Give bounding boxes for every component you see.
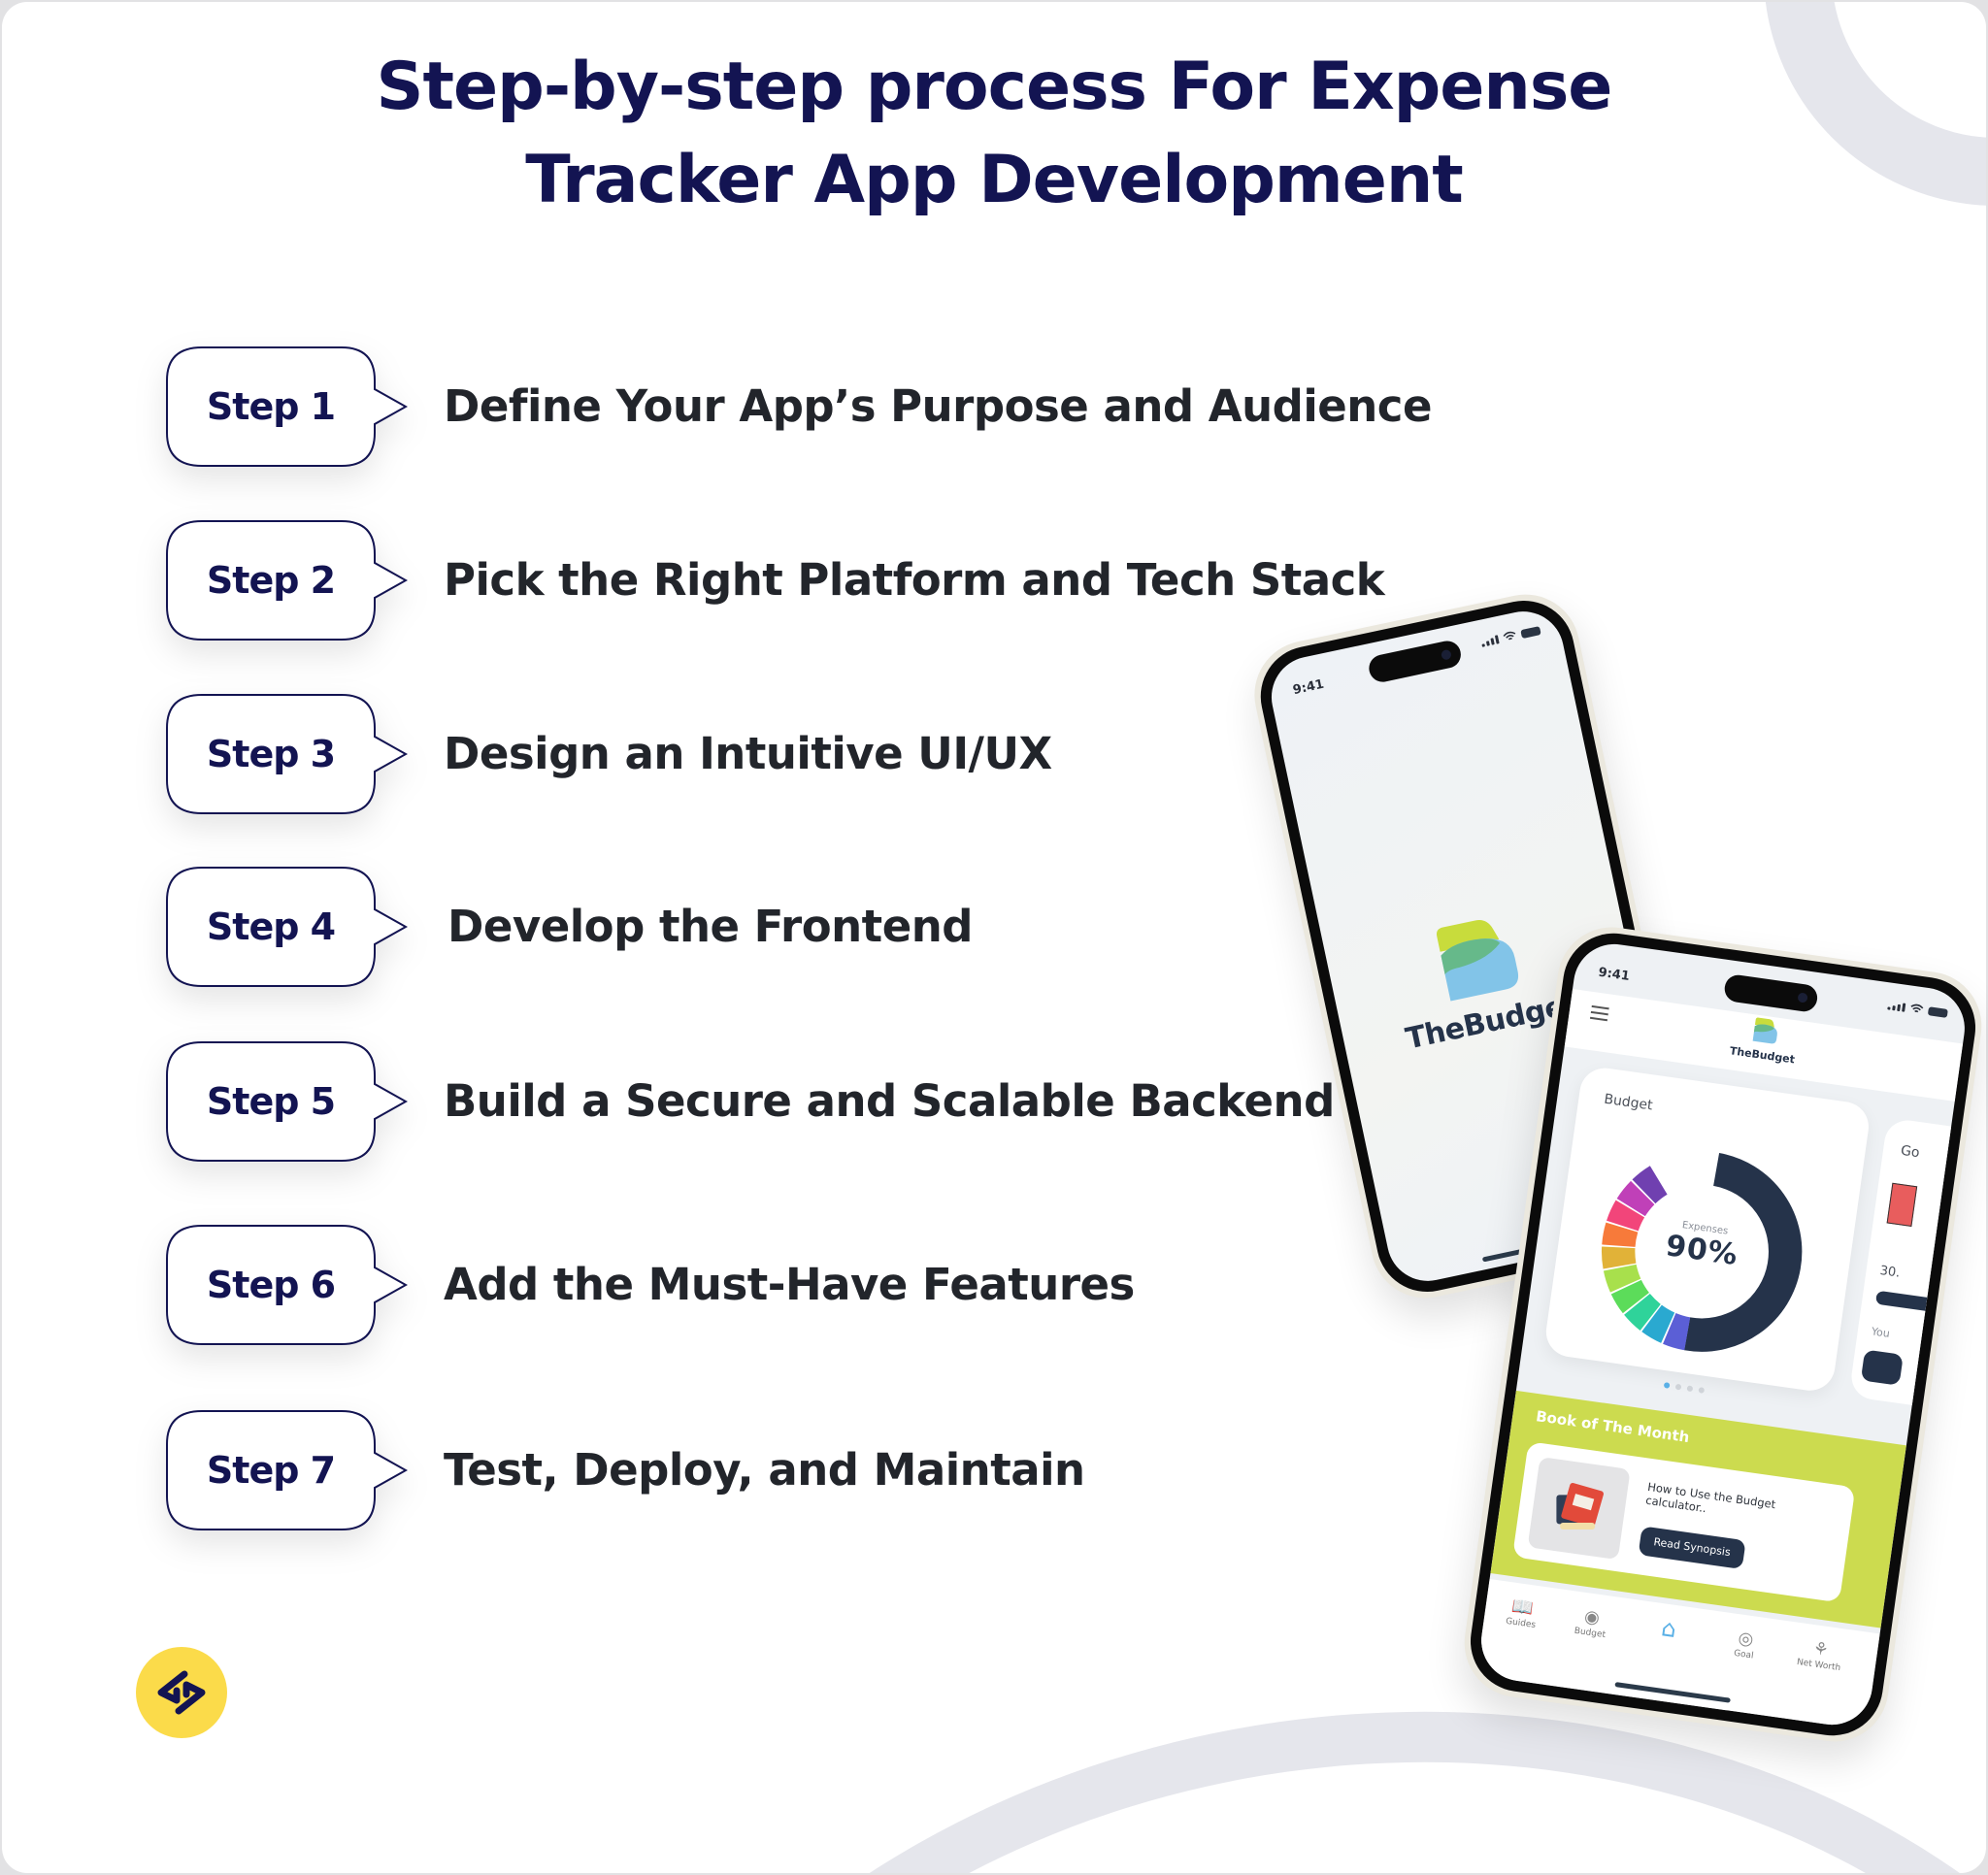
tab-home[interactable]: ⌂ (1639, 1614, 1699, 1643)
step-title: Add the Must-Have Features (444, 1259, 1135, 1310)
home-icon: ⌂ (1659, 1614, 1678, 1644)
battery-icon (1520, 626, 1541, 640)
speech-bubble-shape (166, 520, 408, 641)
step-badge: Step 5 (165, 1041, 408, 1162)
step-badge-label: Step 2 (206, 559, 336, 602)
goal-view-button[interactable] (1860, 1349, 1904, 1386)
speech-bubble-shape (166, 867, 408, 987)
book-thumbnail (1527, 1457, 1631, 1561)
app-header: TheBudget (1564, 988, 1964, 1102)
step-7: Step 7 Test, Deploy, and Maintain (165, 1410, 1085, 1530)
splash-screen: 9:41 TheBudget (1264, 604, 1687, 1289)
code-arrows-logo-icon (157, 1670, 206, 1715)
step-badge: Step 4 (165, 867, 408, 987)
expenses-donut-chart (1601, 1151, 1803, 1352)
book-title: How to Use the Budget calculator.. (1644, 1479, 1777, 1516)
books-icon (1556, 1483, 1604, 1530)
wifi-icon (1910, 1003, 1924, 1013)
step-badge: Step 3 (165, 694, 408, 814)
phone-bezel: 9:41 TheBudget Budget (1464, 927, 1982, 1742)
speech-bubble-shape (166, 1225, 408, 1345)
book-card[interactable]: How to Use the Budget calculator.. Read … (1512, 1441, 1856, 1603)
step-title: Pick the Right Platform and Tech Stack (444, 554, 1385, 606)
signal-icon (1887, 1001, 1906, 1012)
status-icons (1887, 1000, 1948, 1018)
status-icons (1480, 625, 1541, 647)
tab-goal[interactable]: ◎ Goal (1714, 1625, 1776, 1663)
budget-card-label: Budget (1603, 1091, 1654, 1114)
speech-bubble-shape (166, 694, 408, 814)
step-badge-label: Step 3 (206, 733, 336, 775)
dynamic-island (1366, 638, 1464, 685)
wifi-icon (1503, 631, 1516, 641)
thebudget-logo-icon (1436, 920, 1518, 1002)
step-6: Step 6 Add the Must-Have Features (165, 1225, 1135, 1345)
section-title: Book of The Month (1535, 1407, 1691, 1447)
status-time: 9:41 (1291, 676, 1326, 699)
step-badge-label: Step 1 (206, 385, 336, 428)
budget-card[interactable]: Budget Expenses 90% (1542, 1065, 1872, 1395)
phone-bezel: 9:41 TheBudget (1251, 591, 1700, 1301)
step-badge-label: Step 5 (206, 1080, 336, 1123)
tab-guides[interactable]: 📖 Guides (1491, 1594, 1553, 1632)
signal-icon (1480, 635, 1500, 647)
goal-image-icon (1886, 1182, 1918, 1227)
phone-mockup-splash: 9:41 TheBudget (1243, 584, 1707, 1308)
step-title: Build a Secure and Scalable Backend (444, 1075, 1335, 1127)
step-5: Step 5 Build a Secure and Scalable Backe… (165, 1041, 1335, 1162)
step-badge: Step 2 (165, 520, 408, 641)
thebudget-logo-icon (1752, 1017, 1777, 1044)
goal-progress-bar (1874, 1290, 1936, 1312)
donut-center: Expenses 90% (1584, 1134, 1820, 1369)
phone-mockup-dashboard: 9:41 TheBudget Budget (1457, 920, 1988, 1749)
step-3: Step 3 Design an Intuitive UI/UX (165, 694, 1052, 814)
company-logo (136, 1647, 227, 1738)
hamburger-menu-icon[interactable] (1589, 1004, 1609, 1025)
step-badge-label: Step 7 (206, 1449, 336, 1492)
step-4: Step 4 Develop the Frontend (165, 867, 973, 987)
dynamic-island (1722, 972, 1819, 1013)
step-badge-label: Step 6 (206, 1264, 336, 1306)
step-badge: Step 7 (165, 1410, 408, 1530)
tab-budget[interactable]: ◉ Budget (1560, 1603, 1622, 1642)
step-badge: Step 1 (165, 346, 408, 467)
goal-caption: You (1871, 1325, 1891, 1340)
carousel-dots[interactable] (1663, 1382, 1706, 1394)
step-title: Design an Intuitive UI/UX (444, 728, 1052, 779)
speech-bubble-shape (166, 1410, 408, 1530)
app-logo: TheBudget (1729, 1014, 1800, 1067)
step-title: Test, Deploy, and Maintain (444, 1444, 1085, 1496)
book-of-month-section: Book of The Month How to Use the Budget … (1490, 1390, 1906, 1628)
dashboard-screen: 9:41 TheBudget Budget (1475, 938, 1971, 1730)
speech-bubble-shape (166, 346, 408, 467)
title-line-1: Step-by-step process For Expense (376, 49, 1613, 125)
goal-amount: 30. (1878, 1263, 1902, 1281)
read-synopsis-button[interactable]: Read Synopsis (1638, 1526, 1746, 1570)
tab-net-worth[interactable]: ⚘ Net Worth (1789, 1635, 1851, 1674)
status-time: 9:41 (1597, 965, 1631, 984)
app-logo: TheBudget (1384, 902, 1580, 1057)
step-badge-label: Step 4 (206, 905, 336, 948)
speech-bubble-shape (166, 1041, 408, 1162)
step-title: Develop the Frontend (447, 901, 973, 952)
step-title: Define Your App’s Purpose and Audience (444, 380, 1433, 432)
step-badge: Step 6 (165, 1225, 408, 1345)
title-line-2: Tracker App Development (525, 142, 1464, 218)
battery-icon (1927, 1006, 1948, 1018)
brand-name: TheBudget (1729, 1044, 1796, 1067)
step-2: Step 2 Pick the Right Platform and Tech … (165, 520, 1385, 641)
goal-card-label: Go (1900, 1142, 1921, 1162)
step-1: Step 1 Define Your App’s Purpose and Aud… (165, 346, 1433, 467)
page-title: Step-by-step process For Expense Tracker… (0, 41, 1988, 227)
